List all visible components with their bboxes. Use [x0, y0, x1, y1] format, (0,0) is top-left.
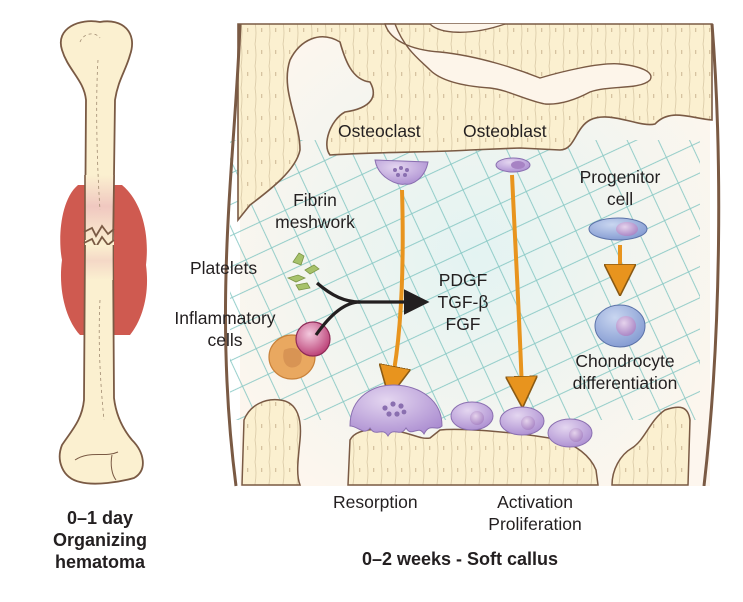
- bone-lower: [58, 244, 144, 485]
- periosteum-left: [223, 23, 242, 487]
- fracture-line: [83, 224, 115, 238]
- label-osteoblast: Osteoblast: [463, 121, 547, 141]
- label-chondrocyte-2: differentiation: [572, 373, 678, 393]
- label-proliferation: Proliferation: [488, 514, 582, 534]
- inflammatory-signal-line: [314, 300, 361, 336]
- right-panel-caption: 0–2 weeks - Soft callus: [361, 549, 559, 569]
- bone-upper: [59, 20, 133, 251]
- label-pdgf: PDGF: [438, 270, 488, 290]
- label-osteoclast: Osteoclast: [338, 121, 421, 141]
- bone-bottom-right: [611, 406, 691, 486]
- label-progenitor-2: cell: [606, 189, 634, 209]
- label-fgf: FGF: [445, 314, 481, 334]
- marrow-channel: [384, 23, 652, 105]
- osteoblast-arrow: [512, 174, 522, 392]
- left-stage-name-2: hematoma: [54, 552, 146, 572]
- label-inflammatory-1: Inflammatory: [174, 308, 276, 328]
- label-inflammatory-2: cells: [207, 330, 243, 350]
- bone-bottom-left: [241, 398, 302, 486]
- whole-bone-illustration: [58, 20, 148, 485]
- osteoclast-cell-bottom: [349, 384, 443, 437]
- platelets-cluster: [286, 252, 320, 291]
- osteoblast-row: [450, 401, 593, 448]
- label-fibrin-1: Fibrin: [293, 190, 337, 210]
- inflammatory-cell-pink: [295, 321, 331, 357]
- left-stage-name-1: Organizing: [53, 530, 147, 550]
- label-resorption: Resorption: [333, 492, 418, 512]
- label-fibrin-2: meshwork: [275, 212, 355, 232]
- label-platelets: Platelets: [190, 258, 258, 278]
- osteoclast-cell-top: [374, 159, 429, 185]
- soft-callus-illustration: [223, 23, 721, 490]
- label-tgf-beta: TGF-β: [437, 292, 489, 312]
- label-chondrocyte-1: Chondrocyte: [575, 351, 675, 371]
- fibrin-meshwork: [230, 140, 700, 420]
- label-activation: Activation: [497, 492, 573, 512]
- osteoclast-arrow: [392, 189, 403, 382]
- label-progenitor-1: Progenitor: [579, 167, 661, 187]
- periosteum-right: [702, 23, 721, 487]
- left-stage-time: 0–1 day: [66, 508, 134, 528]
